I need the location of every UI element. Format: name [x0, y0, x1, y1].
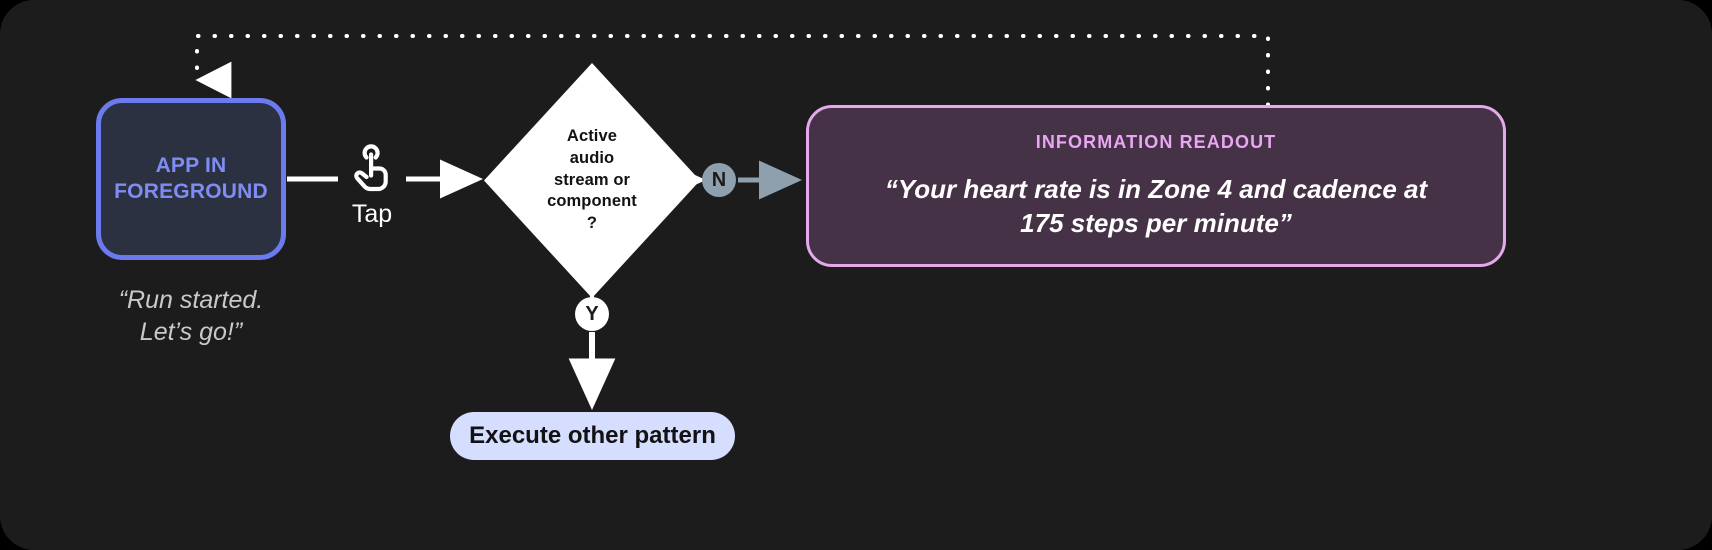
app-node-caption: “Run started. Let’s go!” [60, 284, 322, 348]
readout-body-line1: “Your heart rate is in Zone 4 and cadenc… [884, 173, 1428, 204]
node-execute-other-pattern[interactable]: Execute other pattern [450, 412, 735, 460]
decision-line2: audio [569, 148, 615, 167]
app-node-label-line2: FOREGROUND [114, 180, 268, 203]
node-app-in-foreground[interactable]: APP IN FOREGROUND [96, 98, 286, 260]
decision-line4: component [547, 192, 637, 211]
node-decision-audio-stream[interactable]: Active audio stream or component ? [484, 63, 700, 298]
decision-line5: ? [586, 214, 598, 233]
readout-body-line2: 175 steps per minute” [1020, 207, 1292, 238]
app-node-label: APP IN FOREGROUND [114, 153, 268, 204]
branch-badge-yes: Y [575, 297, 609, 331]
tap-label: Tap [351, 200, 393, 228]
connector-readout-feedback [195, 34, 1270, 107]
decision-line1: Active [566, 127, 618, 146]
readout-title: INFORMATION READOUT [1035, 131, 1277, 152]
node-information-readout[interactable]: INFORMATION READOUT “Your heart rate is … [806, 105, 1506, 267]
app-caption-line1: “Run started. [118, 286, 264, 314]
app-node-label-line1: APP IN [155, 154, 227, 178]
decision-label: Active audio stream or component ? [484, 63, 700, 298]
tap-gesture-icon [354, 144, 388, 192]
branch-badge-no: N [702, 163, 736, 197]
gesture-tap: Tap [330, 142, 414, 227]
decision-line3: stream or [553, 170, 631, 189]
app-caption-line2: Let’s go!” [139, 318, 243, 346]
readout-body: “Your heart rate is in Zone 4 and cadenc… [855, 173, 1457, 241]
